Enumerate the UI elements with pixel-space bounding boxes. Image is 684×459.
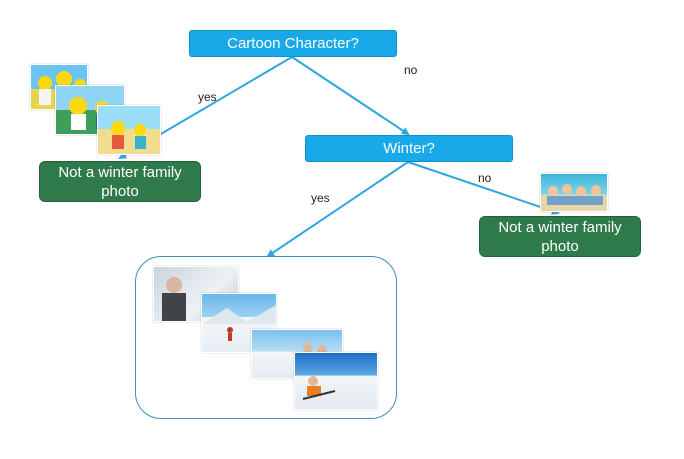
edge-label-root-no: no [404, 63, 418, 77]
leaf-not-winter-left-label: Not a winter family photo [58, 163, 182, 200]
decision-cartoon-character-label: Cartoon Character? [227, 35, 359, 52]
leaf-not-winter-right-label: Not a winter family photo [498, 218, 622, 255]
winter-photo-4 [294, 352, 378, 410]
edge-label-winter-yes: yes [311, 191, 330, 205]
decision-cartoon-character: Cartoon Character? [189, 30, 397, 57]
leaf-not-winter-left: Not a winter family photo [39, 161, 201, 202]
beach-family-photo [540, 173, 608, 212]
edge-label-winter-no: no [478, 171, 492, 185]
decision-winter: Winter? [305, 135, 513, 162]
edge-root-no [291, 56, 410, 136]
edge-label-root-yes: yes [198, 90, 217, 104]
edge-winter-yes [266, 161, 409, 258]
decision-winter-label: Winter? [383, 140, 435, 157]
edge-winter-no [407, 161, 560, 215]
cartoon-photo-3 [97, 105, 161, 155]
leaf-not-winter-right: Not a winter family photo [479, 216, 641, 257]
